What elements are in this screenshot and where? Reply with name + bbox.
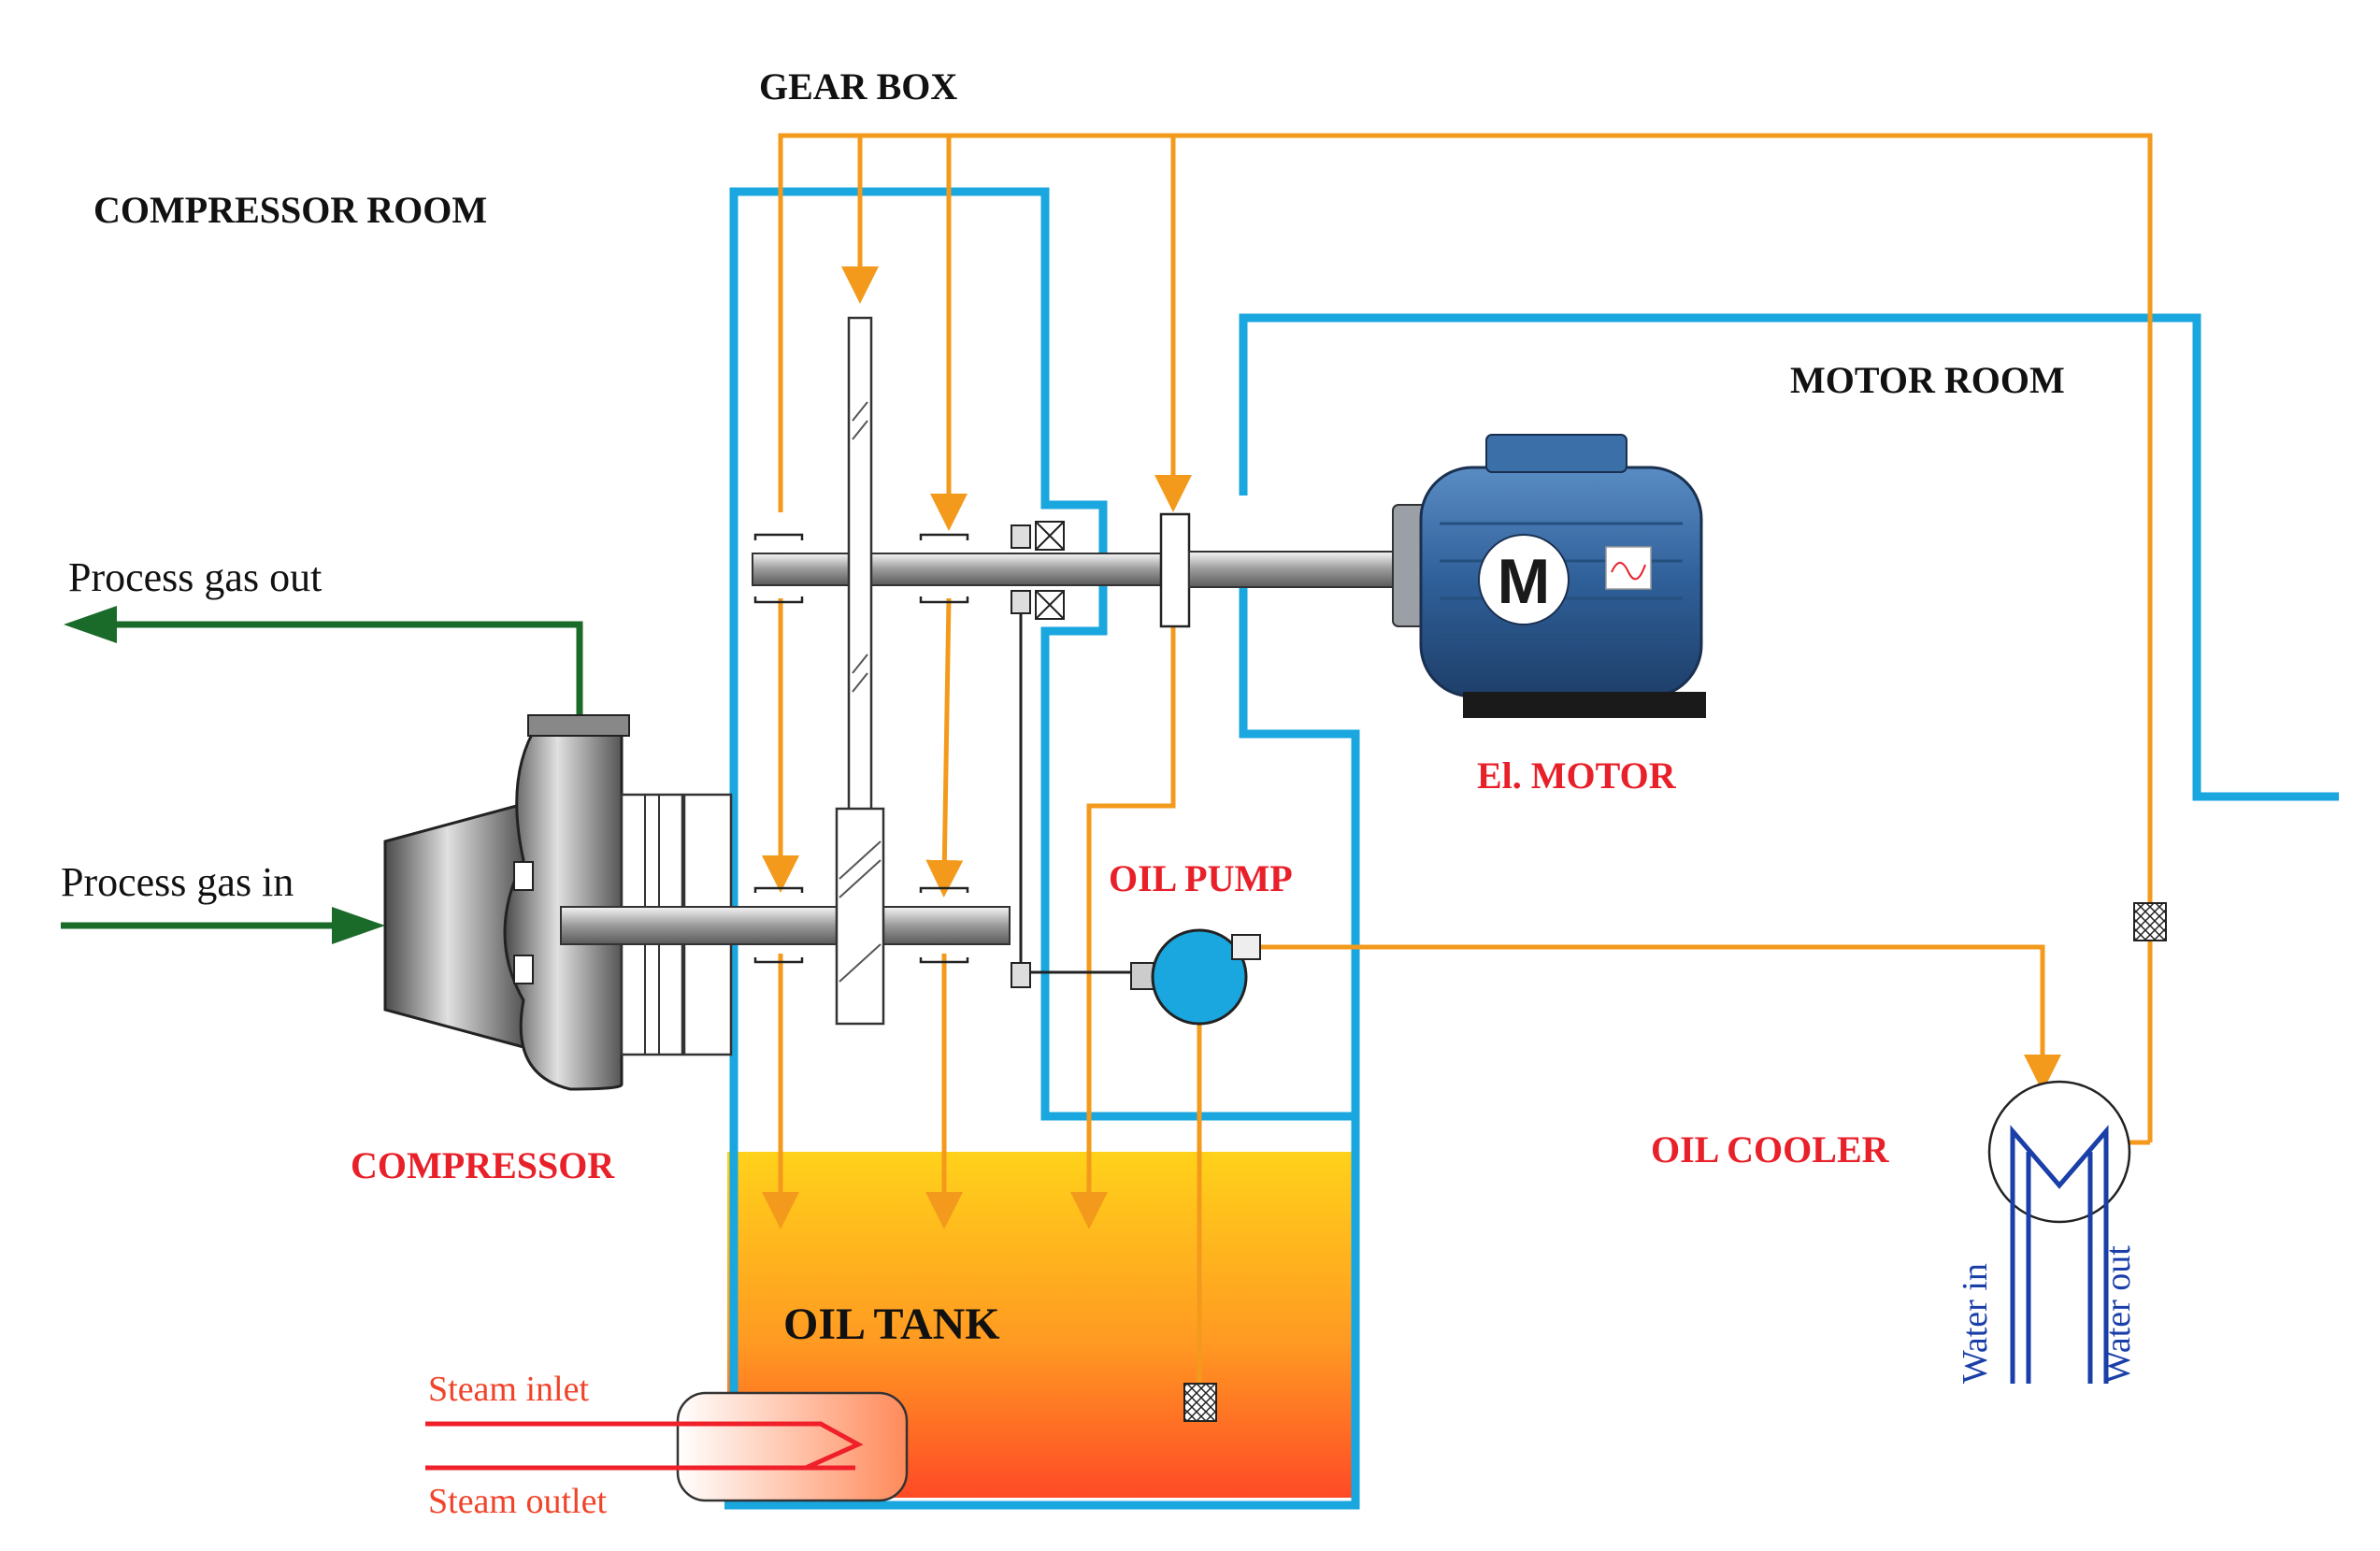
label-oil-tank: OIL TANK [783,1300,1000,1349]
label-water-in: Water in [1956,1263,1995,1384]
oil-pump-outlet [1231,934,1261,960]
bull-gear [847,316,873,862]
label-steam-outlet: Steam outlet [428,1482,607,1521]
label-motor-room: MOTOR ROOM [1790,359,2065,401]
oil-cooler-coil [2010,1125,2109,1384]
oil-return-coupling [1070,625,1176,1229]
pump-drive-joint [1011,962,1031,988]
oil-return-3 [925,597,964,898]
electric-motor [1392,434,1706,718]
motor-badge [1478,534,1570,625]
label-gear-box: GEAR BOX [759,65,957,108]
label-process-gas-out: Process gas out [68,554,322,600]
process-gas-out-arrow [64,606,117,643]
shaft-bearings [753,533,969,964]
pump-drive-link [1019,613,1131,974]
steam-inlet-line [425,1421,864,1471]
process-gas-in-arrow [332,907,385,944]
pump-coupling-block [1130,962,1154,990]
label-compressor-room: COMPRESSOR ROOM [93,189,487,231]
compressor [383,714,630,1091]
steam-heater [676,1391,909,1502]
label-process-gas-in: Process gas in [61,859,294,905]
motor-room-wall [1239,313,2339,801]
shaft-coupling [1159,512,1191,628]
valve-tank-suction-hatch [1184,1384,1216,1421]
oil-pump [1151,928,1248,1026]
label-el-motor: El. MOTOR [1477,754,1677,797]
compressor-room-wall [724,187,1360,1510]
compressor-shaft [560,906,1011,945]
label-oil-pump: OIL PUMP [1109,857,1293,899]
oil-cooler-coil-inner [2026,1152,2093,1384]
motor-letter: M [1498,546,1551,617]
oil-pump-discharge [1257,944,2061,1092]
label-oil-cooler: OIL COOLER [1651,1128,1890,1170]
label-water-out: Water out [2099,1245,2138,1384]
gear-teeth [839,401,882,983]
pinion-gear [835,807,885,1026]
label-compressor: COMPRESSOR [351,1144,615,1186]
label-steam-inlet: Steam inlet [428,1370,589,1409]
valve-supply-header-hatch [2134,903,2166,941]
oil-cooler [1987,1080,2131,1224]
process-gas-out-line [98,621,583,720]
gearbox-shaft-seal [1011,521,1065,620]
motor-shaft-ext [1188,551,1405,588]
motor-room-wall-lower [1239,566,1360,1116]
oil-supply-header [778,133,2153,1142]
